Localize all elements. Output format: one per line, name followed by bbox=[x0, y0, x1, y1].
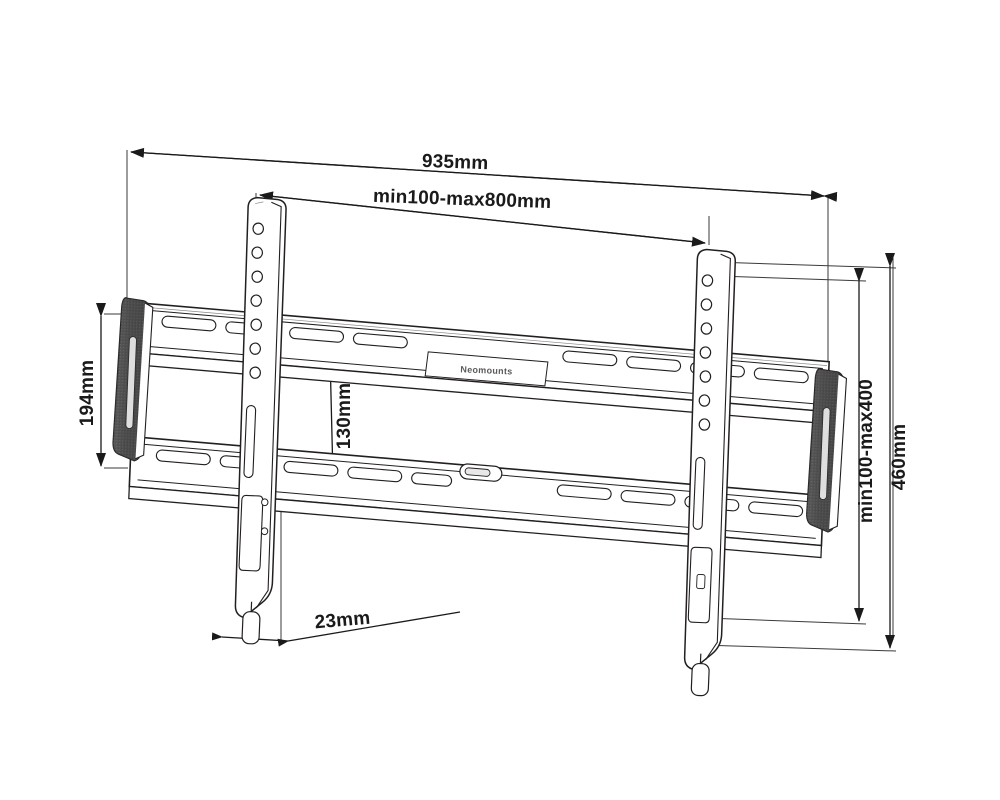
dim-label-overall-width: 935mm bbox=[422, 151, 489, 174]
right-end-cap bbox=[806, 368, 848, 533]
wall-mount-assembly: Neomounts bbox=[112, 196, 848, 697]
dim-label-endcap-height: 194mm bbox=[77, 360, 98, 427]
right-pull-pin[interactable] bbox=[690, 653, 710, 697]
dimension-overall-width: 935mm bbox=[130, 147, 838, 202]
dimension-endcap-height: 194mm bbox=[77, 303, 106, 467]
dim-label-overall-height: 460mm bbox=[889, 424, 910, 491]
dim-label-vesa-vertical: min100-max400 bbox=[856, 379, 877, 523]
right-vertical-bracket bbox=[683, 248, 737, 697]
dimension-overall-height: 460mm bbox=[885, 253, 910, 649]
left-pull-pin[interactable] bbox=[241, 601, 261, 645]
brand-logo: Neomounts bbox=[460, 364, 513, 376]
dimension-vesa-vertical: min100-max400 bbox=[854, 268, 877, 622]
dimension-depth: 23mm bbox=[211, 608, 461, 647]
left-vertical-bracket bbox=[234, 196, 287, 645]
right-bracket-holes bbox=[698, 274, 714, 431]
left-end-cap bbox=[112, 297, 154, 462]
release-latch[interactable] bbox=[459, 463, 503, 482]
dim-label-depth: 23mm bbox=[314, 608, 371, 634]
lower-rail bbox=[128, 435, 825, 559]
dim-label-rail-spacing: 130mm bbox=[334, 383, 355, 450]
left-bracket-holes bbox=[249, 222, 265, 379]
